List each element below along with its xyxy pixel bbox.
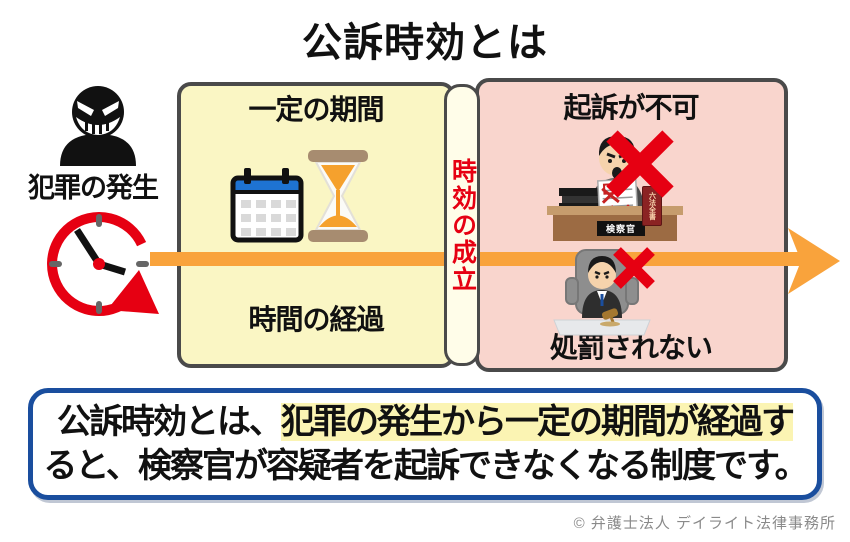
summary-prefix: 公訴時効とは、: [57, 402, 283, 441]
summary-box: 公訴時効とは、犯罪の発生から一定の期間が経過す ると、検察官が容疑者を起訴できな…: [28, 388, 822, 500]
summary-line-2: ると、検察官が容疑者を起訴できなくなる制度です。: [43, 447, 808, 485]
cross-icon-prosecution: [606, 130, 674, 203]
hourglass-icon: [306, 146, 370, 251]
law-book-icon: 六法全書: [642, 186, 662, 226]
calendar-icon: [230, 164, 304, 251]
page-title: 公訴時効とは: [302, 21, 548, 65]
summary-highlighted: 犯罪の発生から一定の期間が経過す: [281, 402, 795, 441]
fixed-period-label: 一定の期間: [248, 94, 384, 125]
summary-line-1: 公訴時効とは、犯罪の発生から一定の期間が経過す: [57, 400, 795, 444]
criminal-icon: [52, 84, 144, 171]
clock-rotation-icon: [35, 200, 163, 333]
prosecutor-desk-plate: 検察官: [597, 221, 645, 236]
cross-icon-punishment: [612, 246, 656, 295]
no-punishment-label: 処罰されない: [549, 332, 713, 363]
statute-established-strip: 時効の成立: [444, 84, 480, 366]
prosecution-impossible-label: 起訴が不可: [563, 92, 699, 123]
time-passage-label: 時間の経過: [248, 304, 384, 335]
crime-occurrence-label: 犯罪の発生: [28, 173, 159, 203]
judge-icon: [552, 248, 652, 341]
law-book-title: 六法全書: [648, 192, 656, 220]
statute-established-label: 時効の成立: [448, 157, 477, 293]
timeline-arrowhead-icon: [788, 228, 840, 299]
copyright-text: © 弁護士法人 デイライト法律事務所: [573, 515, 836, 532]
